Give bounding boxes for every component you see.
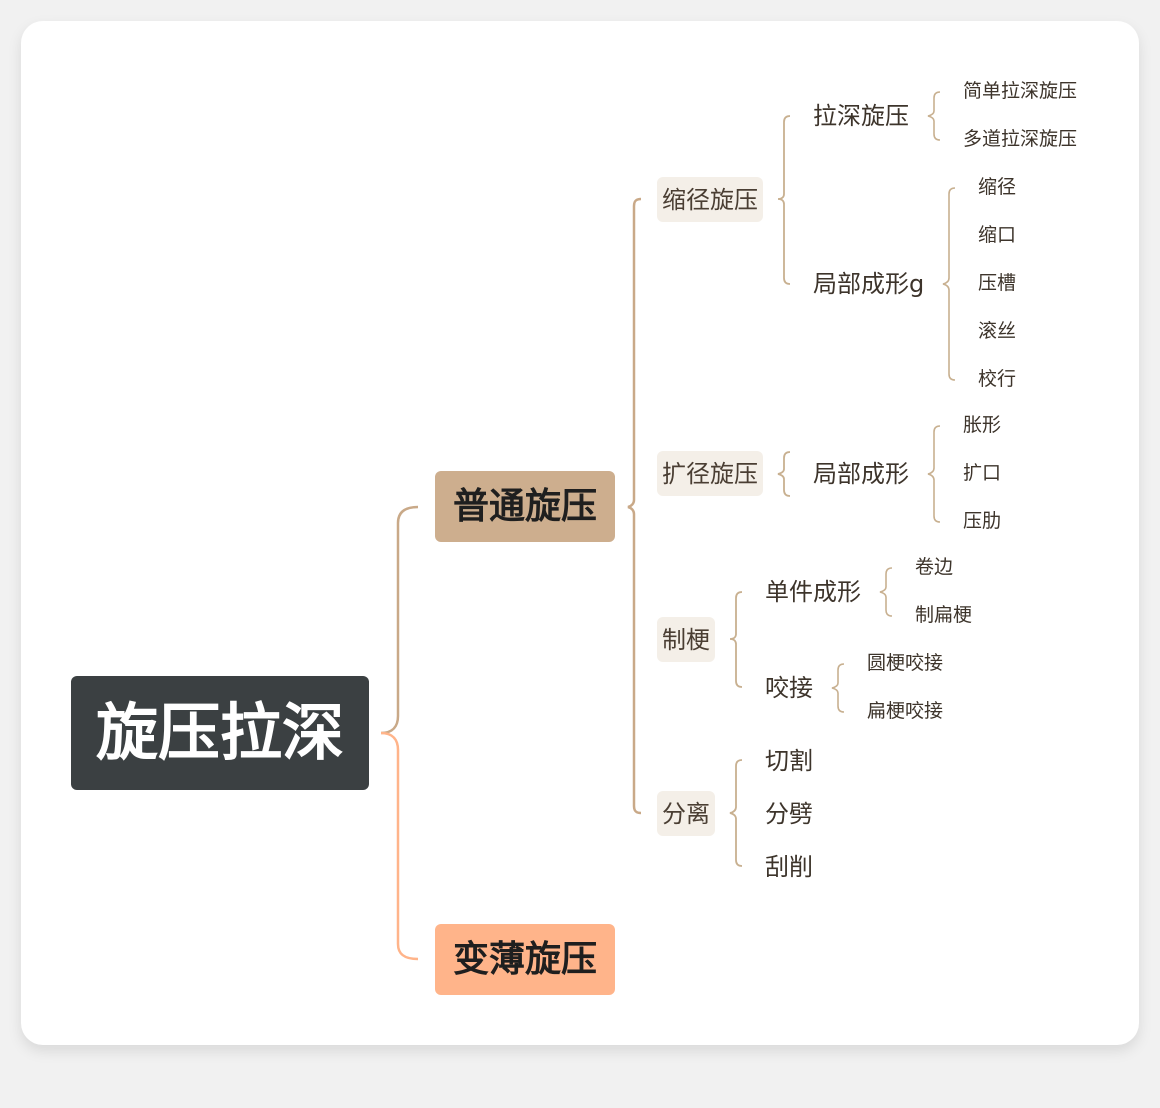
leaf-d1[interactable]: 卷边 [915, 556, 954, 578]
leaf-c2[interactable]: 扩口 [963, 462, 1002, 484]
leaf-c3[interactable]: 压肋 [963, 510, 1002, 532]
root-node[interactable]: 旋压拉深 [71, 676, 369, 790]
leaf-b5[interactable]: 校行 [978, 368, 1017, 390]
brace-e [831, 663, 845, 713]
node-c[interactable]: 局部成形 [813, 460, 909, 488]
leaf-b2[interactable]: 缩口 [978, 224, 1017, 246]
leaf-c1[interactable]: 胀形 [963, 414, 1002, 436]
node-d[interactable]: 单件成形 [765, 578, 861, 606]
main-node-2[interactable]: 变薄旋压 [435, 924, 615, 995]
leaf-d2[interactable]: 制扁梗 [915, 604, 973, 626]
node-a[interactable]: 拉深旋压 [813, 102, 909, 130]
brace-sub2 [777, 451, 791, 497]
brace-sub1 [777, 115, 791, 285]
node-b[interactable]: 局部成形g [813, 270, 925, 298]
brace-a [927, 91, 941, 141]
leaf-b4[interactable]: 滚丝 [978, 320, 1017, 342]
leaf-b3[interactable]: 压槽 [978, 272, 1017, 294]
sub-node-4[interactable]: 分离 [657, 791, 715, 836]
brace-main1 [627, 197, 642, 815]
node-f[interactable]: 切割 [765, 747, 813, 775]
brace-b [942, 187, 956, 381]
connector-root-main1 [380, 505, 419, 735]
leaf-e1[interactable]: 圆梗咬接 [867, 652, 944, 674]
brace-sub3 [729, 591, 743, 688]
connector-root-main2 [380, 731, 419, 961]
node-h[interactable]: 刮削 [765, 853, 813, 881]
sub-node-3[interactable]: 制梗 [657, 617, 715, 662]
leaf-e2[interactable]: 扁梗咬接 [867, 700, 944, 722]
brace-c [927, 425, 941, 523]
leaf-b1[interactable]: 缩径 [978, 176, 1017, 198]
sub-node-1[interactable]: 缩径旋压 [657, 177, 763, 222]
main-node-1[interactable]: 普通旋压 [435, 471, 615, 542]
leaf-a2[interactable]: 多道拉深旋压 [963, 128, 1078, 150]
sub-node-2[interactable]: 扩径旋压 [657, 451, 763, 496]
node-g[interactable]: 分劈 [765, 800, 813, 828]
brace-sub4 [729, 759, 743, 867]
leaf-a1[interactable]: 简单拉深旋压 [963, 80, 1078, 102]
brace-d [879, 567, 893, 617]
node-e[interactable]: 咬接 [765, 674, 813, 702]
